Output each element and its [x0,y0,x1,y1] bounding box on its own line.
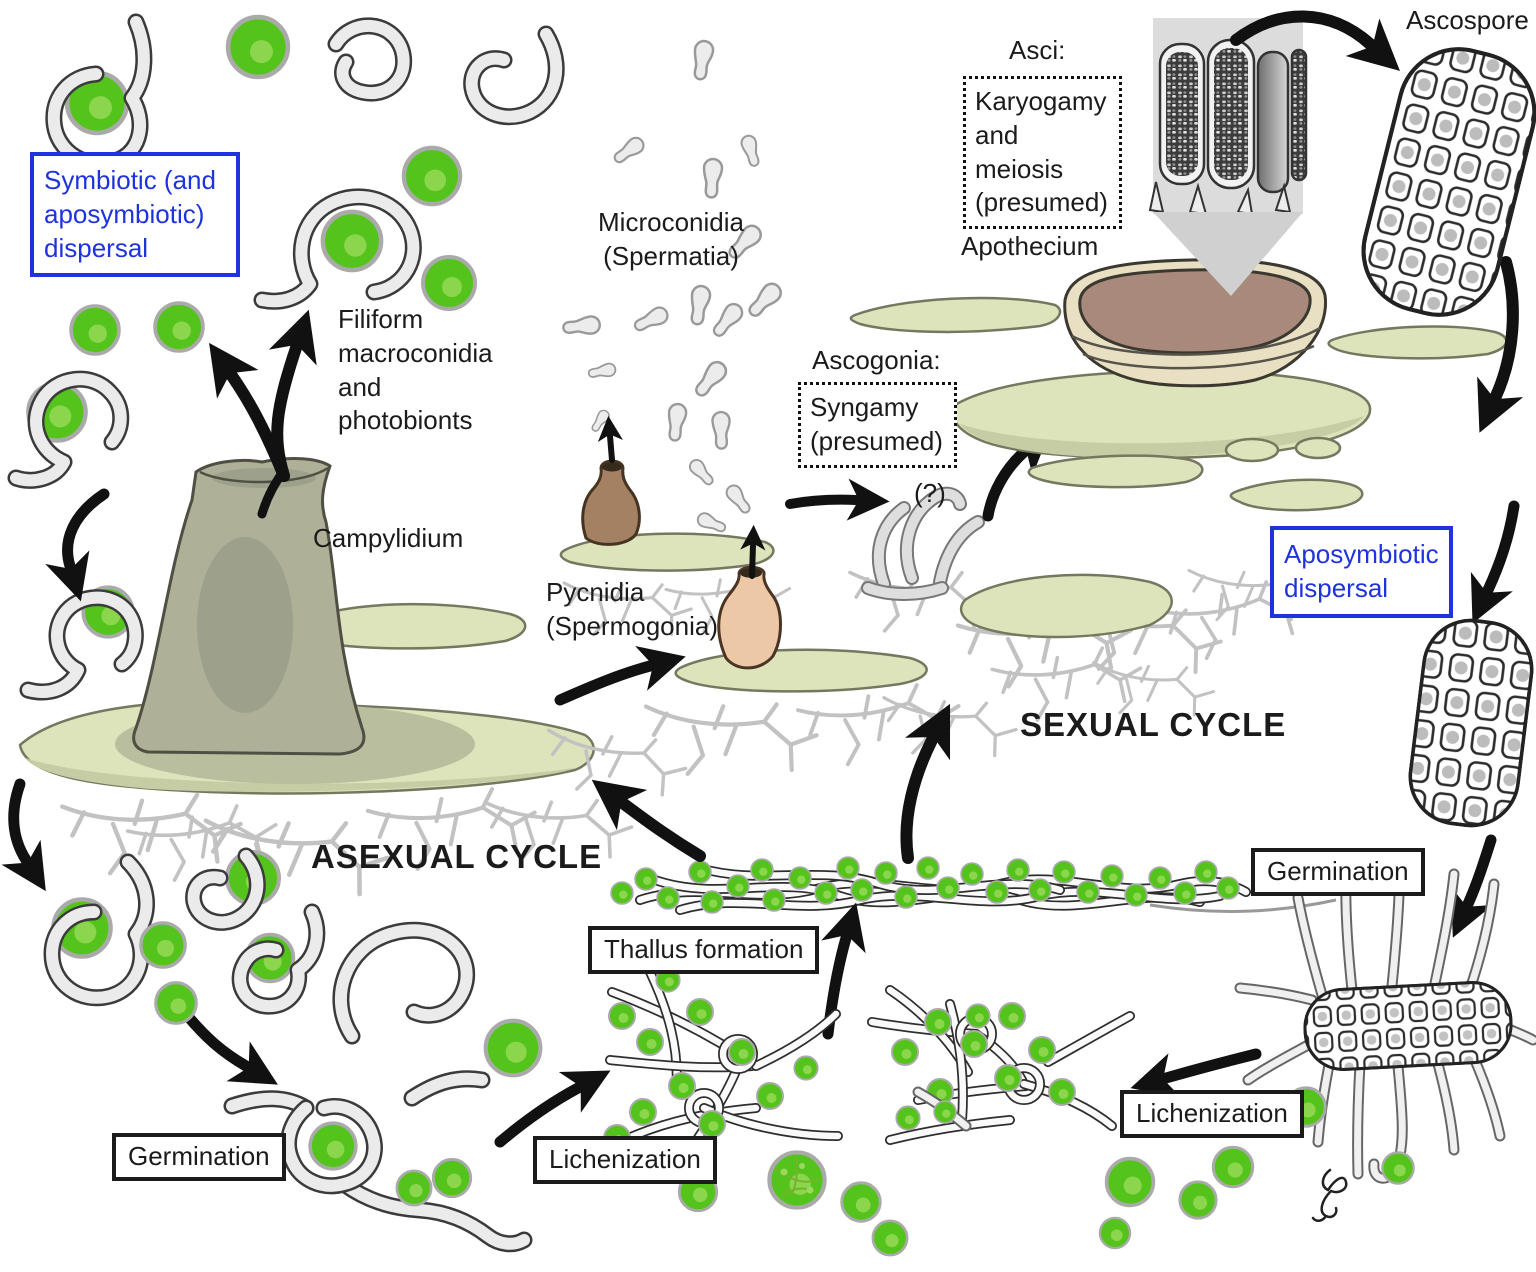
pycnidia-arrows [554,478,890,706]
germination-sexual-box: Germination [1251,848,1425,896]
artist-signature [1311,1168,1348,1222]
free-photobionts-bottom [431,1086,1415,1257]
thallus-formation-illustration [610,856,1337,915]
syngamy-box: Syngamy (presumed) [798,382,957,468]
lichenization-cluster-left [603,967,843,1155]
aposymbiotic-dispersal-label: Aposymbiotic dispersal [1270,526,1453,618]
ascogonia-illustration [843,427,1315,690]
campylidium-label: Campylidium [313,523,464,553]
sexual-cycle-title: SEXUAL CYCLE [1020,706,1287,743]
microconidia-label: Microconidia (Spermatia) [598,207,744,271]
thallus-formation-box: Thallus formation [588,926,820,974]
apothecium-label: Apothecium [961,231,1099,261]
sexual-cycle-arrows [900,10,1524,1098]
symbiotic-dispersal-label: Symbiotic (and aposymbiotic) dispersal [30,152,240,278]
germination-asexual-box: Germination [112,1133,286,1181]
ascospore-label: Ascospore [1406,5,1529,35]
asci-heading: Asci: [1009,35,1066,65]
karyogamy-box: Karyogamy and meiosis (presumed) [963,76,1122,230]
asexual-cycle-arrows [1,309,611,1148]
ascospore-illustration [1361,47,1536,317]
spermatia-cloud [561,39,786,535]
lichenization-asexual-box: Lichenization [533,1136,717,1184]
germinating-ascospore-illustration [1234,849,1536,1184]
asci-inset [1148,18,1308,296]
campylidium-illustration [18,457,692,909]
ascospore-dispersed-illustration [1408,618,1534,828]
lichenization-sexual-box: Lichenization [1120,1090,1304,1138]
dividing-alga [769,1152,824,1207]
filiform-macroconidia-label: Filiform macroconidia and photobionts [338,304,493,436]
uncertainty-mark: (?) [914,478,946,508]
pycnidia-label: Pycnidia (Spermogonia) [546,577,718,641]
ascogonia-heading: Ascogonia: [812,345,941,375]
apothecium-illustration [849,258,1508,512]
pycnidia-illustration [557,415,1021,783]
lichenization-cluster-right [867,985,1135,1145]
asexual-cycle-title: ASEXUAL CYCLE [311,838,603,875]
